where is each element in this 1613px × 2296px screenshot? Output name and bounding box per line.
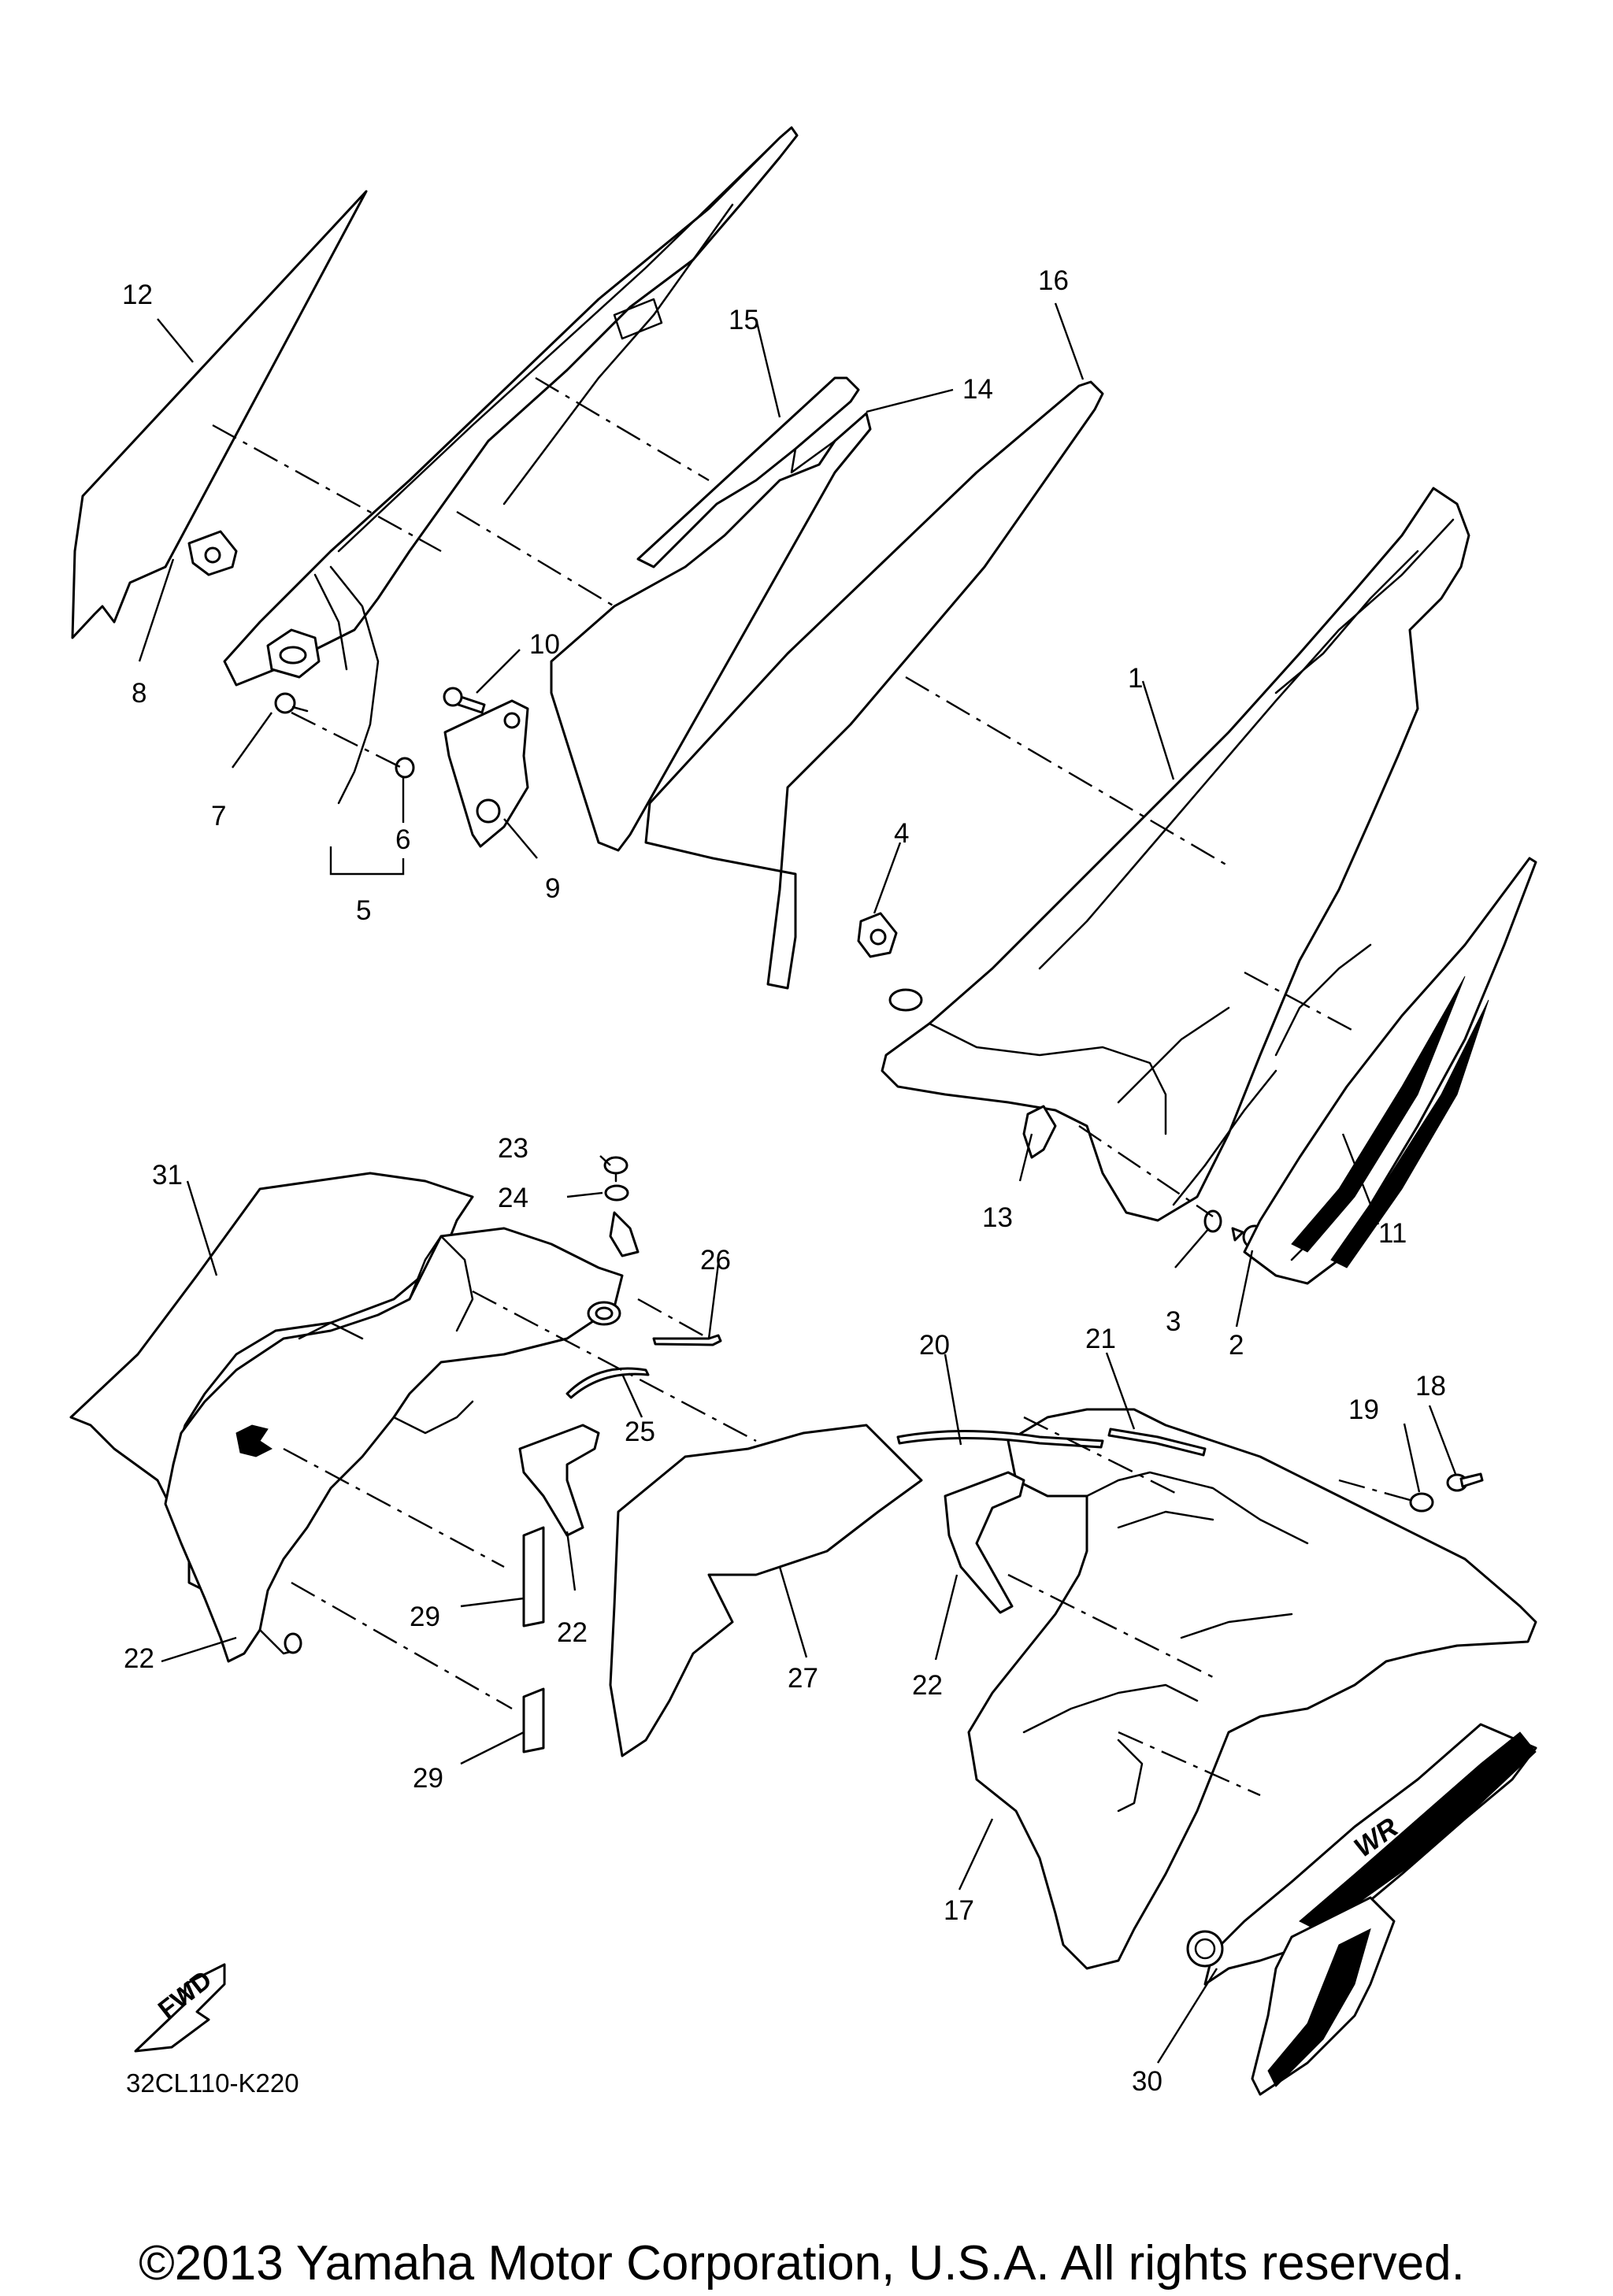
side-plate-assembly [550, 376, 1104, 990]
callout-11: 11 [1378, 1218, 1407, 1249]
callout-16: 16 [1038, 265, 1069, 296]
callout-29b: 29 [413, 1763, 443, 1794]
shroud-left-assembly [69, 1156, 923, 1757]
copyright-notice: ©2013 Yamaha Motor Corporation, U.S.A. A… [139, 2236, 1465, 2290]
callout-15: 15 [729, 305, 759, 335]
callout-10: 10 [529, 629, 560, 660]
callout-23: 22 [124, 1643, 154, 1674]
callout-22b: 22 [912, 1670, 943, 1701]
callout-8: 8 [132, 678, 146, 709]
decal-11 [1243, 857, 1537, 1285]
callout-26: 25 [625, 1416, 655, 1447]
callout-17: 17 [944, 1895, 974, 1926]
callout-19: 19 [1348, 1394, 1379, 1425]
callout-27: 26 [700, 1245, 731, 1276]
callout-22a: 22 [557, 1617, 588, 1648]
callout-3: 3 [1166, 1306, 1181, 1337]
callout-25: 24 [498, 1183, 528, 1213]
callout-18: 18 [1415, 1371, 1446, 1402]
callouts: 12 8 7 6 5 9 10 15 14 16 1 4 13 11 3 2 3… [122, 265, 1446, 2097]
callout-9: 9 [545, 873, 560, 904]
callout-20: 20 [919, 1330, 950, 1361]
callout-7: 7 [211, 801, 226, 831]
side-cover-left-assembly [71, 126, 799, 848]
callout-31: 31 [152, 1160, 183, 1191]
diagram-code: 32CL110-K220 [126, 2068, 299, 2098]
callout-2: 2 [1229, 1330, 1244, 1361]
callout-6: 6 [395, 824, 410, 855]
side-cover-right [857, 487, 1470, 1250]
callout-14: 14 [962, 374, 993, 405]
callout-28: 27 [788, 1663, 818, 1694]
callout-21: 21 [1085, 1324, 1116, 1354]
leader-lines [138, 302, 1457, 2064]
callout-5: 5 [356, 895, 371, 926]
callout-29a: 29 [410, 1602, 440, 1632]
alignment-lines [212, 376, 1411, 1797]
callout-24: 23 [498, 1133, 528, 1164]
shroud-right-assembly: WR [896, 1408, 1537, 2096]
callout-4: 4 [894, 818, 909, 849]
callout-13: 13 [982, 1202, 1013, 1233]
callout-12: 12 [122, 280, 153, 310]
fwd-arrow: FWD [134, 1963, 226, 2053]
callout-1: 1 [1128, 663, 1143, 694]
callout-30: 30 [1132, 2066, 1162, 2097]
